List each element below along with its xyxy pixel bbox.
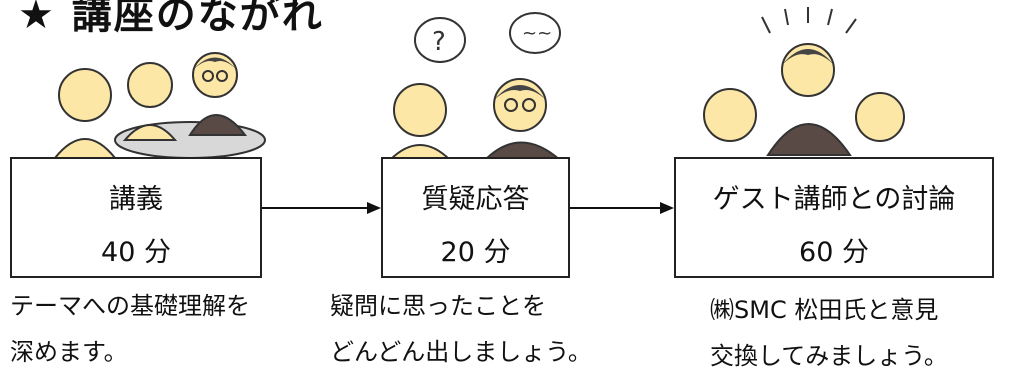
glasses-icon [202,70,214,82]
person-head [855,92,905,142]
description-line: テーマへの基礎理解を [10,292,250,320]
description-line: 疑問に思ったことを [330,292,546,320]
description-line: 深めます。 [10,338,128,366]
step-duration: 60 分 [799,237,869,268]
person-head [393,83,447,137]
step-name: 講義 [109,184,163,215]
arrow-head [660,202,674,214]
qa-illustration: ? ~~ [387,12,563,161]
step-discussion-box: ゲスト講師との討論 60 分 [674,157,994,278]
description-line: どんどん出しましょう。 [330,338,592,366]
lecturer-body [188,114,248,136]
step-duration: 20 分 [440,237,511,268]
person-head [58,68,112,122]
lecture-illustration [52,52,266,159]
excitement-lines [761,7,857,34]
question-mark: ? [432,27,446,57]
guest-hair [782,49,834,65]
guest-head [781,43,835,97]
person-head [127,62,173,108]
guest-body [766,123,852,156]
lecturer-hair [494,85,546,100]
step-lecture-box: 講義 40 分 [10,157,262,278]
step-discussion-description: ㈱SMC 松田氏と意見 交換してみましょう。 [710,287,948,379]
lecturer-head [192,52,238,98]
glasses-icon [504,98,518,112]
step-name: 質疑応答 [421,184,530,215]
person-body [52,138,118,159]
step-lecture-description: テーマへの基礎理解を 深めます。 [10,283,250,375]
person-body [122,124,178,141]
step-qa-box: 質疑応答 20 分 [381,157,570,278]
section-title: ★ 講座のながれ [18,0,324,38]
description-line: 交換してみましょう。 [710,342,948,370]
wave-mark: ~~ [522,23,552,44]
step-duration: 40 分 [101,237,171,268]
lecturer-hair [193,57,237,70]
person-head [703,88,757,142]
lecturer-head [493,78,547,132]
glasses-icon [522,98,536,112]
speech-bubble-icon [509,12,561,54]
step-name: ゲスト講師との討論 [712,184,956,215]
glasses-icon [216,70,228,82]
discussion-illustration [703,7,905,156]
question-bubble-icon [414,17,466,63]
step-qa-description: 疑問に思ったことを どんどん出しましょう。 [330,283,592,375]
description-line: ㈱SMC 松田氏と意見 [710,296,939,324]
arrow-head [367,202,381,214]
